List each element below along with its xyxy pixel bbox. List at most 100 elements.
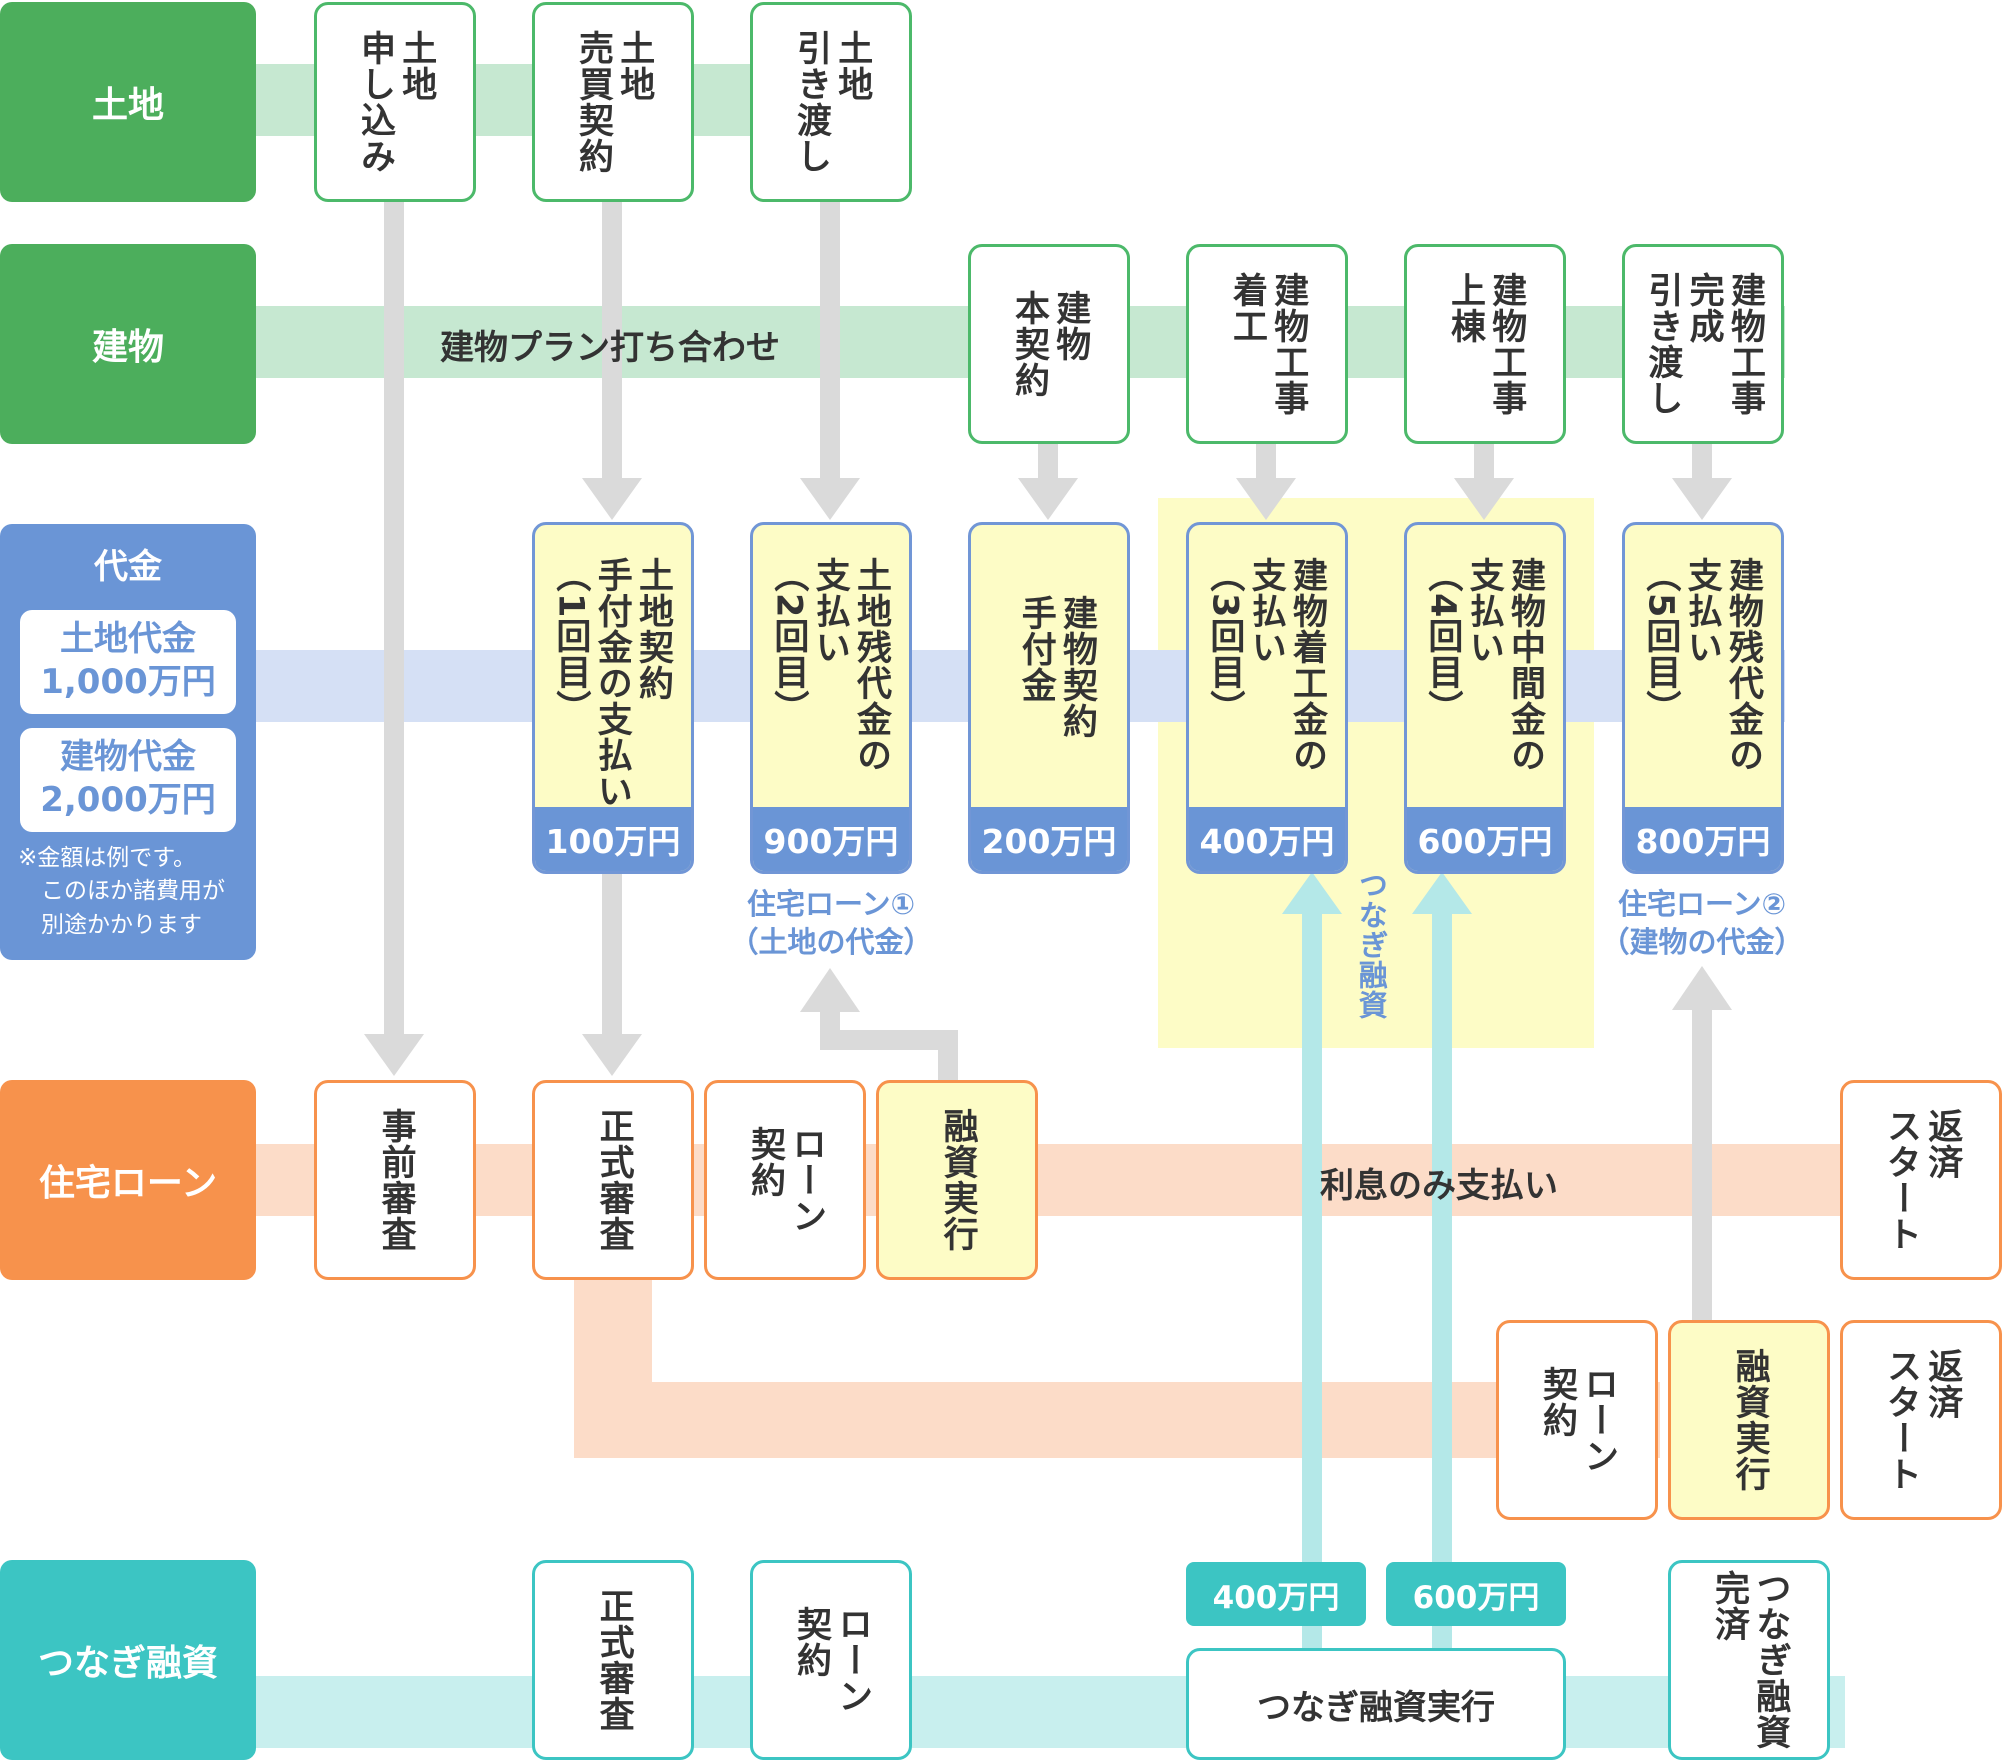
category-payment: 代金 bbox=[94, 546, 162, 587]
housing-loan-1-label: 住宅ローン① （土地の代金） bbox=[729, 887, 933, 959]
loan-2-contract-step: ローン 契約 bbox=[1496, 1320, 1658, 1520]
category-housing-loan: 住宅ローン bbox=[0, 1080, 256, 1280]
arrow-start-shaft bbox=[1256, 444, 1276, 482]
category-payment-panel: 代金 土地代金 1,000万円 建物代金 2,000万円 ※金額は例です。 この… bbox=[0, 524, 256, 960]
loan-2-disbursement-text: 融資実行 bbox=[1729, 1348, 1770, 1492]
loan-secondary-band bbox=[574, 1278, 1660, 1458]
land-sales-contract-text: 土地 売買契約 bbox=[573, 30, 655, 174]
construction-complete-text: 建物工事 完成 引き渡し bbox=[1642, 272, 1765, 416]
arrow-prereview-shaft bbox=[384, 202, 404, 1040]
category-building: 建物 bbox=[0, 244, 256, 444]
payment-1-card: 土地契約 手付金の支払い （1回目） 100万円 bbox=[532, 522, 694, 874]
loan-2-repayment-start-step: 返済 スタート bbox=[1840, 1320, 2002, 1520]
arrow-landhandover-head bbox=[800, 478, 860, 520]
bridge-completion-step: つなぎ融資 完済 bbox=[1668, 1560, 1830, 1760]
arrow-landhandover-shaft bbox=[820, 202, 840, 482]
grey-arrows bbox=[364, 202, 1732, 1320]
repayment-start-text: 返済 スタート bbox=[1881, 1108, 1963, 1252]
loan-2-repayment-start-text: 返済 スタート bbox=[1881, 1348, 1963, 1492]
payment-3-label: 建物契約 手付金 bbox=[1015, 595, 1097, 739]
loan-2-contract-text: ローン 契約 bbox=[1537, 1366, 1619, 1474]
building-price-badge: 建物代金 2,000万円 bbox=[20, 728, 236, 832]
amount-note: ※金額は例です。 このほか諸費用が 別途かかります bbox=[18, 845, 225, 938]
building-main-contract-step: 建物 本契約 bbox=[968, 244, 1130, 444]
payment-5-card: 建物中間金の 支払い （4回目） 600万円 bbox=[1404, 522, 1566, 874]
bridge-execution-text: つなぎ融資実行 bbox=[1257, 1687, 1495, 1728]
arrow-loan2-shaft bbox=[1692, 1004, 1712, 1320]
bridge-formal-review-text: 正式審査 bbox=[593, 1588, 634, 1732]
land-application-text: 土地 申し込み bbox=[355, 30, 437, 174]
payment-1-amount: 100万円 bbox=[535, 807, 691, 871]
land-sales-contract-step: 土地 売買契約 bbox=[532, 2, 694, 202]
formal-review-text: 正式審査 bbox=[593, 1108, 634, 1252]
arrow-loan2-head bbox=[1672, 966, 1732, 1010]
pre-review-step: 事前審査 bbox=[314, 1080, 476, 1280]
repayment-start-step: 返済 スタート bbox=[1840, 1080, 2002, 1280]
arrow-buildcontract-shaft bbox=[1038, 444, 1058, 482]
land-handover-text: 土地 引き渡し bbox=[791, 30, 873, 174]
loan-disbursement-text: 融資実行 bbox=[937, 1108, 978, 1252]
payment-4-label: 建物着工金の 支払い （3回目） bbox=[1204, 557, 1327, 773]
land-handover-step: 土地 引き渡し bbox=[750, 2, 912, 202]
arrow-bridge600-shaft bbox=[1432, 912, 1452, 1648]
payment-6-card: 建物残代金の 支払い （5回目） 800万円 bbox=[1622, 522, 1784, 874]
arrow-buildcontract-head bbox=[1018, 478, 1078, 520]
payment-2-label: 土地残代金の 支払い （2回目） bbox=[768, 557, 891, 773]
arrow-landcontract-head bbox=[582, 478, 642, 520]
pre-review-text: 事前審査 bbox=[375, 1108, 416, 1252]
construction-start-text: 建物工事 着工 bbox=[1227, 272, 1309, 416]
arrow-complete-shaft bbox=[1692, 444, 1712, 482]
bridge-band bbox=[255, 1676, 1845, 1748]
teal-arrows bbox=[1282, 872, 1472, 1648]
bridge-loan-vertical-label: つなぎ融資 bbox=[1354, 870, 1389, 1020]
formal-review-step: 正式審査 bbox=[532, 1080, 694, 1280]
loan-band bbox=[255, 1144, 1845, 1216]
category-bridge-loan: つなぎ融資 bbox=[0, 1560, 256, 1760]
arrow-loan1-head bbox=[800, 968, 860, 1012]
arrow-disburse-elbow bbox=[820, 1010, 958, 1080]
roof-raising-text: 建物工事 上棟 bbox=[1445, 272, 1527, 416]
loan-disbursement-step: 融資実行 bbox=[876, 1080, 1038, 1280]
bridge-amount-600: 600万円 bbox=[1386, 1562, 1566, 1626]
payment-2-amount: 900万円 bbox=[753, 807, 909, 871]
building-main-contract-text: 建物 本契約 bbox=[1009, 290, 1091, 398]
arrow-start-head bbox=[1236, 478, 1296, 520]
payment-5-label: 建物中間金の 支払い （4回目） bbox=[1422, 557, 1545, 773]
construction-start-step: 建物工事 着工 bbox=[1186, 244, 1348, 444]
arrow-bridge400-head bbox=[1282, 872, 1342, 914]
land-price-badge: 土地代金 1,000万円 bbox=[20, 610, 236, 714]
payment-6-amount: 800万円 bbox=[1625, 807, 1781, 871]
arrow-bridge600-head bbox=[1412, 872, 1472, 914]
category-land: 土地 bbox=[0, 2, 256, 202]
loan-2-disbursement-step: 融資実行 bbox=[1668, 1320, 1830, 1520]
payment-6-label: 建物残代金の 支払い （5回目） bbox=[1640, 557, 1763, 773]
arrow-ridge-shaft bbox=[1474, 444, 1494, 482]
arrow-formal-head bbox=[582, 1034, 642, 1076]
payment-4-amount: 400万円 bbox=[1189, 807, 1345, 871]
loan-contract-text: ローン 契約 bbox=[745, 1126, 827, 1234]
land-application-step: 土地 申し込み bbox=[314, 2, 476, 202]
payment-2-card: 土地残代金の 支払い （2回目） 900万円 bbox=[750, 522, 912, 874]
housing-loan-2-label: 住宅ローン② （建物の代金） bbox=[1600, 887, 1804, 959]
interest-only-label: 利息のみ支払い bbox=[1320, 1166, 1558, 1206]
bridge-loan-contract-text: ローン 契約 bbox=[791, 1606, 873, 1714]
roof-raising-step: 建物工事 上棟 bbox=[1404, 244, 1566, 444]
payment-4-card: 建物着工金の 支払い （3回目） 400万円 bbox=[1186, 522, 1348, 874]
payment-3-card: 建物契約 手付金 200万円 bbox=[968, 522, 1130, 874]
payment-1-label: 土地契約 手付金の支払い （1回目） bbox=[550, 557, 673, 809]
payment-3-amount: 200万円 bbox=[971, 807, 1127, 871]
building-plan-label: 建物プラン打ち合わせ bbox=[440, 328, 780, 368]
bridge-amount-400: 400万円 bbox=[1186, 1562, 1366, 1626]
arrow-ridge-head bbox=[1454, 478, 1514, 520]
bridge-execution-step: つなぎ融資実行 bbox=[1186, 1648, 1566, 1760]
bridge-loan-contract-step: ローン 契約 bbox=[750, 1560, 912, 1760]
arrow-formal-shaft bbox=[602, 872, 622, 1038]
construction-complete-step: 建物工事 完成 引き渡し bbox=[1622, 244, 1784, 444]
arrow-prereview-head bbox=[364, 1034, 424, 1076]
arrow-landcontract-shaft bbox=[602, 202, 622, 482]
bridge-completion-text: つなぎ融資 完済 bbox=[1709, 1570, 1791, 1750]
bridge-formal-review-step: 正式審査 bbox=[532, 1560, 694, 1760]
payment-5-amount: 600万円 bbox=[1407, 807, 1563, 871]
loan-contract-step: ローン 契約 bbox=[704, 1080, 866, 1280]
